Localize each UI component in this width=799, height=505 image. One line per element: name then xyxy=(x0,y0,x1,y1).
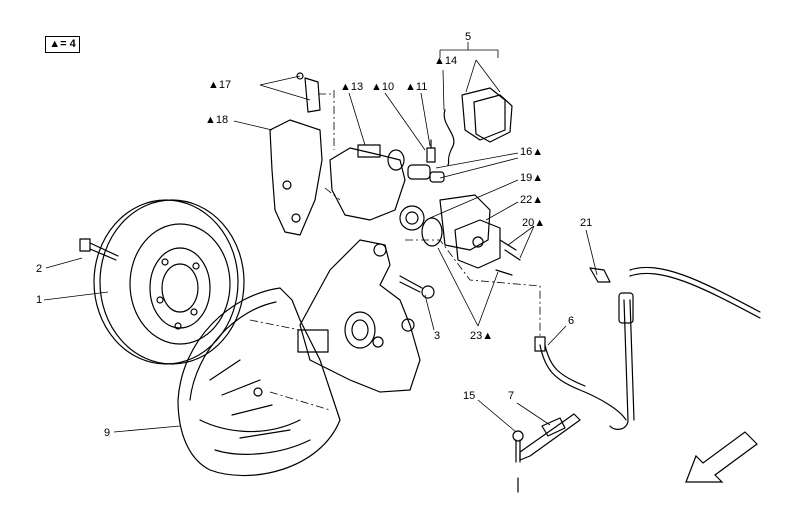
wheel-bolt xyxy=(79,238,119,261)
callout-9: 9 xyxy=(104,427,111,439)
hose-clip xyxy=(589,267,611,283)
knuckle-bolt xyxy=(399,275,435,299)
callout-16: 16▲ xyxy=(520,146,544,158)
brake-disc xyxy=(93,199,245,365)
knuckle xyxy=(297,239,421,393)
callout-6: 6 xyxy=(568,315,575,327)
callout-22: 22▲ xyxy=(520,194,544,206)
callout-13: ▲13 xyxy=(340,81,364,93)
callout-2: 2 xyxy=(36,263,43,275)
direction-arrow-icon xyxy=(685,431,758,483)
bracket xyxy=(296,72,321,113)
callout-18: ▲18 xyxy=(205,114,229,126)
callout-23: 23▲ xyxy=(470,330,494,342)
callout-10: ▲10 xyxy=(371,81,395,93)
anti-rattle-spring xyxy=(443,109,455,166)
callout-20: 20▲ xyxy=(522,217,546,229)
legend-box: ▲= 4 xyxy=(45,36,80,53)
dust-shield xyxy=(177,287,341,477)
callout-21: 21 xyxy=(580,217,593,229)
brake-pads xyxy=(461,87,513,143)
brake-hose xyxy=(534,266,761,430)
callout-11: ▲11 xyxy=(405,81,428,93)
callout-15: 15 xyxy=(463,390,476,402)
callout-1: 1 xyxy=(36,294,43,306)
callout-7: 7 xyxy=(508,390,515,402)
callout-14: ▲14 xyxy=(434,55,458,67)
hose-bracket xyxy=(512,413,581,493)
caliper-body xyxy=(329,144,425,231)
caliper-carrier xyxy=(269,119,323,236)
bleed-screw xyxy=(426,139,436,163)
callout-5: 5 xyxy=(465,31,472,43)
callout-3: 3 xyxy=(434,330,441,342)
caliper-actuator xyxy=(421,194,501,269)
callout-19: 19▲ xyxy=(520,172,544,184)
callout-17: ▲17 xyxy=(208,79,232,91)
